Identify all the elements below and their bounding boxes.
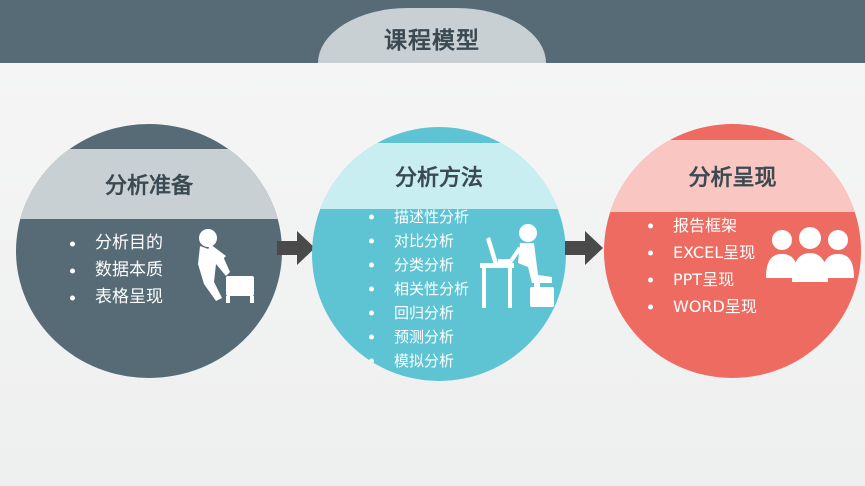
stage-circle-preparation: 分析准备 分析目的 数据本质 表格呈现 <box>16 124 282 378</box>
stage-header-band: 分析方法 <box>312 143 566 209</box>
slide-title: 课程模型 <box>384 27 480 54</box>
stage-item-list: 分析目的 数据本质 表格呈现 <box>67 230 163 311</box>
stage-heading: 分析准备 <box>104 174 193 199</box>
list-item: 报告框架 <box>645 212 757 239</box>
stage-heading: 分析呈现 <box>688 166 777 191</box>
list-item: 表格呈现 <box>67 284 163 311</box>
arrow-right-icon <box>565 231 603 265</box>
list-item: 描述性分析 <box>366 205 469 229</box>
stage-header-band: 分析呈现 <box>604 140 861 212</box>
stage-circle-methods: 分析方法 描述性分析 对比分析 分类分析 相关性分析 回归分析 预测分析 模拟分… <box>312 127 566 381</box>
stage-heading: 分析方法 <box>394 166 483 191</box>
list-item: 对比分析 <box>366 229 469 253</box>
list-item: 数据本质 <box>67 257 163 284</box>
list-item: 相关性分析 <box>366 277 469 301</box>
stage-circle-presentation: 分析呈现 报告框架 EXCEL呈现 PPT呈现 WORD呈现 <box>604 124 861 378</box>
head-in-hands-person-icon <box>198 229 254 303</box>
list-item: WORD呈现 <box>645 293 757 320</box>
arrow-right-icon <box>277 231 315 265</box>
list-item: 回归分析 <box>366 301 469 325</box>
title-tab: 课程模型 <box>318 8 546 63</box>
list-item: PPT呈现 <box>645 266 757 293</box>
list-item: 分类分析 <box>366 253 469 277</box>
stage-item-list: 描述性分析 对比分析 分类分析 相关性分析 回归分析 预测分析 模拟分析 <box>366 205 469 373</box>
person-at-laptop-icon <box>480 224 554 308</box>
list-item: 预测分析 <box>366 325 469 349</box>
people-group-icon <box>766 227 854 282</box>
stage-item-list: 报告框架 EXCEL呈现 PPT呈现 WORD呈现 <box>645 212 757 320</box>
list-item: 分析目的 <box>67 230 163 257</box>
list-item: EXCEL呈现 <box>645 239 757 266</box>
stage-header-band: 分析准备 <box>16 149 282 219</box>
list-item: 模拟分析 <box>366 349 469 373</box>
